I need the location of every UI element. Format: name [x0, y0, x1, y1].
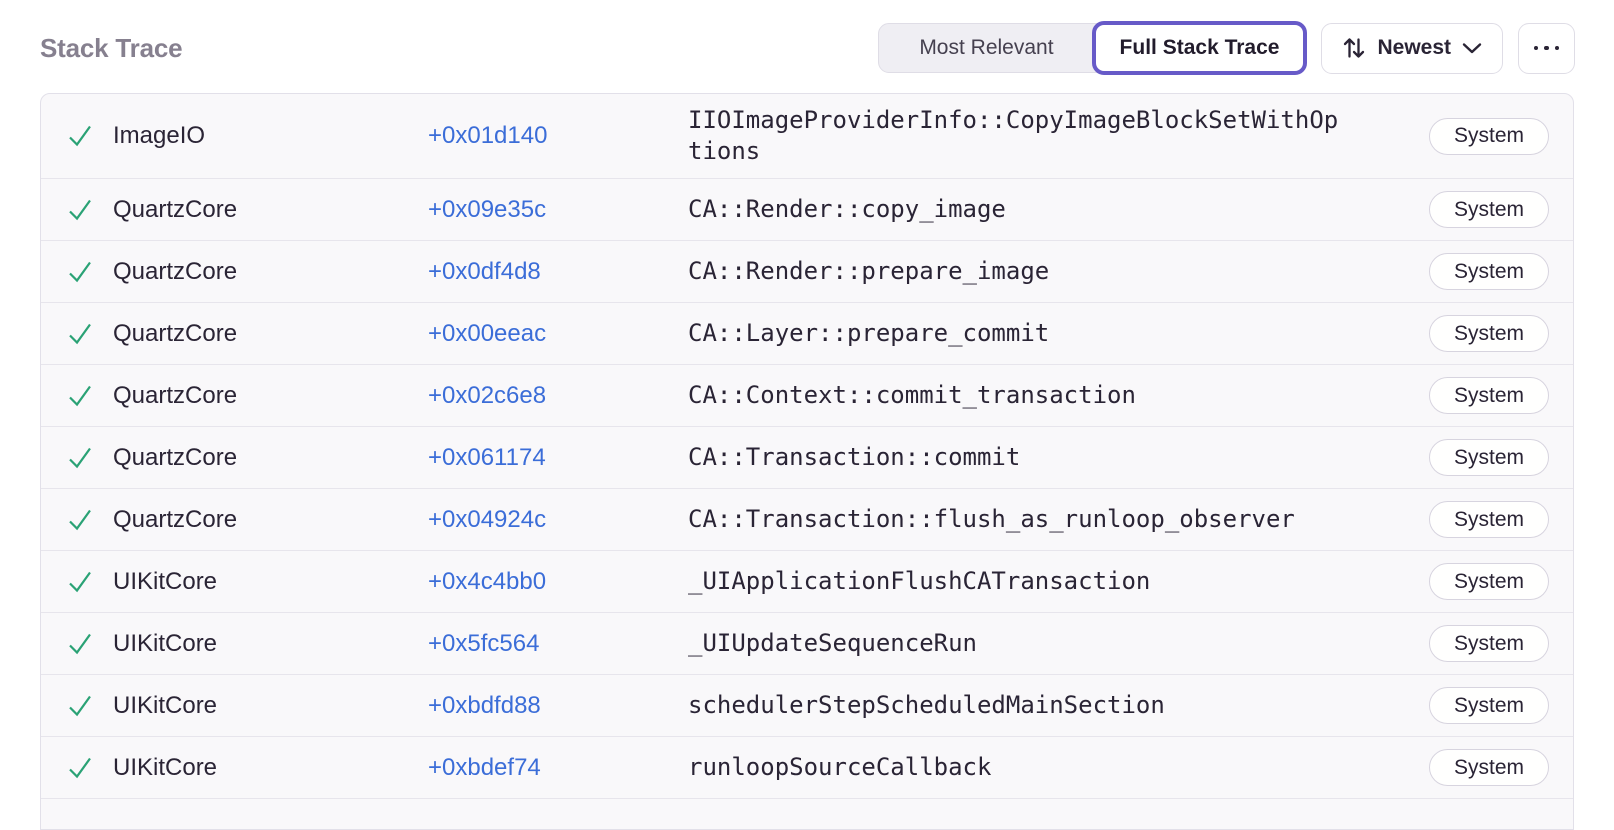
- system-badge: System: [1428, 749, 1549, 786]
- frame-row[interactable]: UIKitCore +0x4c4bb0 _UIApplicationFlushC…: [41, 551, 1573, 613]
- sort-button[interactable]: Newest: [1321, 22, 1503, 74]
- frame-rows: ImageIO +0x01d140 IIOImageProviderInfo::…: [41, 94, 1573, 799]
- frame-row[interactable]: UIKitCore +0x5fc564 _UIUpdateSequenceRun…: [41, 613, 1573, 675]
- frame-offset-link[interactable]: +0xbdef74: [428, 753, 541, 781]
- frame-function: schedulerStepScheduledMainSection: [688, 691, 1165, 719]
- sort-icon: [1342, 35, 1366, 61]
- frame-offset-link[interactable]: +0x061174: [428, 443, 546, 471]
- frame-function: CA::Render::prepare_image: [688, 257, 1050, 285]
- frame-offset-link[interactable]: +0x0df4d8: [428, 257, 541, 285]
- checkmark-icon: [65, 629, 95, 659]
- frame-offset-link[interactable]: +0x00eeac: [428, 319, 547, 347]
- system-badge: System: [1428, 117, 1549, 155]
- frame-offset-link[interactable]: +0xbdfd88: [428, 691, 541, 719]
- view-toggle-group: Most Relevant Full Stack Trace: [878, 21, 1308, 75]
- frame-function: CA::Transaction::flush_as_runloop_observ…: [688, 505, 1295, 533]
- frame-module: QuartzCore: [113, 443, 238, 471]
- frame-offset-link[interactable]: +0x04924c: [428, 505, 547, 533]
- frame-module: QuartzCore: [113, 381, 238, 409]
- toggle-most-relevant[interactable]: Most Relevant: [919, 36, 1054, 59]
- frame-module: UIKitCore: [113, 629, 218, 657]
- frame-module: ImageIO: [113, 122, 206, 149]
- checkmark-icon: [65, 567, 95, 597]
- frame-row[interactable]: QuartzCore +0x04924c CA::Transaction::fl…: [41, 489, 1573, 551]
- system-badge: System: [1428, 315, 1549, 352]
- frame-offset-link[interactable]: +0x02c6e8: [428, 381, 547, 409]
- frame-row[interactable]: ImageIO +0x01d140 IIOImageProviderInfo::…: [41, 94, 1573, 179]
- chevron-down-icon: [1462, 42, 1482, 55]
- system-badge: System: [1428, 563, 1549, 600]
- checkmark-icon: [65, 195, 95, 225]
- system-badge: System: [1428, 253, 1549, 290]
- frame-row[interactable]: UIKitCore +0xbdfd88 schedulerStepSchedul…: [41, 675, 1573, 737]
- checkmark-icon: [65, 753, 95, 783]
- header-controls: Most Relevant Full Stack Trace Newest: [878, 21, 1575, 75]
- panel-header: Stack Trace Most Relevant Full Stack Tra…: [40, 0, 1575, 96]
- frame-module: QuartzCore: [113, 257, 238, 285]
- frame-module: UIKitCore: [113, 691, 218, 719]
- stack-trace-table: ImageIO +0x01d140 IIOImageProviderInfo::…: [40, 93, 1574, 830]
- frame-row[interactable]: QuartzCore +0x00eeac CA::Layer::prepare_…: [41, 303, 1573, 365]
- checkmark-icon: [65, 505, 95, 535]
- checkmark-icon: [65, 257, 95, 287]
- ellipsis-icon: [1533, 45, 1539, 51]
- page-title: Stack Trace: [40, 32, 183, 63]
- clipped-next-row: [41, 799, 1573, 829]
- system-badge: System: [1428, 687, 1549, 724]
- frame-row[interactable]: QuartzCore +0x02c6e8 CA::Context::commit…: [41, 365, 1573, 427]
- frame-module: UIKitCore: [113, 753, 218, 781]
- frame-module: QuartzCore: [113, 319, 238, 347]
- frame-offset-link[interactable]: +0x4c4bb0: [428, 567, 547, 595]
- frame-function: _UIApplicationFlushCATransaction: [688, 567, 1151, 595]
- frame-function: CA::Context::commit_transaction: [688, 381, 1136, 409]
- checkmark-icon: [65, 443, 95, 473]
- frame-function: runloopSourceCallback: [688, 753, 992, 781]
- frame-row[interactable]: QuartzCore +0x0df4d8 CA::Render::prepare…: [41, 241, 1573, 303]
- frame-function: CA::Render::copy_image: [688, 195, 1006, 223]
- frame-module: QuartzCore: [113, 505, 238, 533]
- frame-module: QuartzCore: [113, 195, 238, 223]
- toggle-full-stack-trace[interactable]: Full Stack Trace: [1091, 21, 1308, 75]
- system-badge: System: [1428, 377, 1549, 414]
- frame-offset-link[interactable]: +0x5fc564: [428, 629, 540, 657]
- frame-offset-link[interactable]: +0x01d140: [428, 122, 548, 149]
- frame-module: UIKitCore: [113, 567, 218, 595]
- checkmark-icon: [65, 121, 95, 151]
- frame-offset-link[interactable]: +0x09e35c: [428, 195, 547, 223]
- frame-row[interactable]: QuartzCore +0x061174 CA::Transaction::co…: [41, 427, 1573, 489]
- more-options-button[interactable]: [1518, 22, 1575, 74]
- sort-button-label: Newest: [1377, 36, 1451, 59]
- frame-function: _UIUpdateSequenceRun: [688, 629, 977, 657]
- checkmark-icon: [65, 381, 95, 411]
- frame-row[interactable]: QuartzCore +0x09e35c CA::Render::copy_im…: [41, 179, 1573, 241]
- system-badge: System: [1428, 439, 1549, 476]
- system-badge: System: [1428, 501, 1549, 538]
- frame-function: CA::Transaction::commit: [688, 443, 1021, 471]
- frame-function: IIOImageProviderInfo::CopyImageBlockSetW…: [688, 106, 1339, 165]
- frame-row[interactable]: UIKitCore +0xbdef74 runloopSourceCallbac…: [41, 737, 1573, 799]
- checkmark-icon: [65, 691, 95, 721]
- system-badge: System: [1428, 191, 1549, 228]
- frame-function: CA::Layer::prepare_commit: [688, 319, 1050, 347]
- checkmark-icon: [65, 319, 95, 349]
- system-badge: System: [1428, 625, 1549, 662]
